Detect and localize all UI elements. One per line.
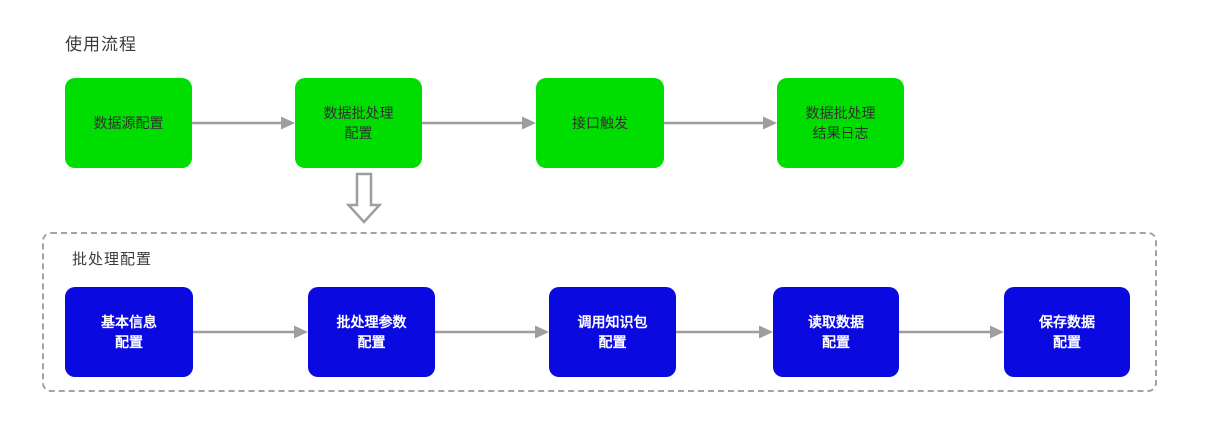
flow-node-basic-info-config: 基本信息 配置 [65, 287, 193, 377]
arrow-datasource-to-batchconfig [192, 116, 295, 130]
page-title: 使用流程 [65, 35, 137, 54]
batch-config-section: 批处理配置 [42, 232, 1157, 392]
flow-node-data-batch-config: 数据批处理 配置 [295, 78, 422, 168]
flow-node-api-trigger: 接口触发 [536, 78, 664, 168]
flow-node-knowledge-package-config: 调用知识包 配置 [549, 287, 676, 377]
arrow-batchconfig-to-apitrigger [422, 116, 536, 130]
batch-section-label: 批处理配置 [72, 251, 153, 268]
hollow-down-arrow [345, 172, 383, 224]
flow-node-datasource-config: 数据源配置 [65, 78, 192, 168]
flow-node-batch-params-config: 批处理参数 配置 [308, 287, 435, 377]
flow-node-batch-result-log: 数据批处理 结果日志 [777, 78, 904, 168]
flow-node-save-data-config: 保存数据 配置 [1004, 287, 1130, 377]
flow-node-read-data-config: 读取数据 配置 [773, 287, 899, 377]
arrow-apitrigger-to-resultlog [664, 116, 777, 130]
